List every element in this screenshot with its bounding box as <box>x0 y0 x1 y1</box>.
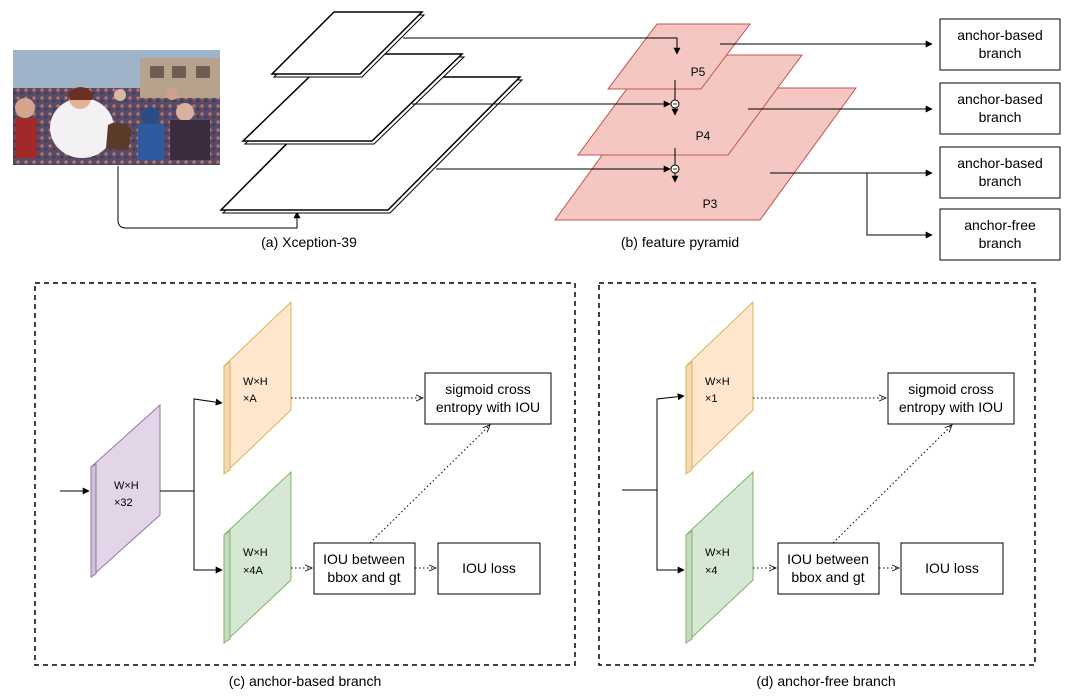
branch-box-3-line2: branch <box>979 173 1022 189</box>
input-image <box>13 50 220 165</box>
panel-d-iou-box: IOU between bbox and gt <box>777 542 880 595</box>
backbone-stage-1 <box>270 11 426 78</box>
panel-d-iou-box-line2: bbox and gt <box>791 569 864 585</box>
panel-c-loss-box: sigmoid cross entropy with IOU <box>424 372 552 425</box>
panel-c-iou-box-line1: IOU between <box>323 551 405 567</box>
branch-box-4: anchor-free branch <box>939 208 1061 261</box>
panel-c-reg-map-line2: ×4A <box>243 565 264 577</box>
panel-c-dotted-flows <box>291 398 490 568</box>
pyramid-p3-label: P3 <box>703 197 718 211</box>
panel-c-input-map-line2: ×32 <box>114 497 133 509</box>
panel-c-iou-loss-box: IOU loss <box>437 542 541 595</box>
caption-a: (a) Xception-39 <box>261 234 357 250</box>
panel-d-cls-map-line2: ×1 <box>705 393 718 405</box>
caption-d: (d) anchor-free branch <box>756 673 895 689</box>
panel-d-iou-loss-box: IOU loss <box>900 542 1004 595</box>
panel-c-iou-loss-text: IOU loss <box>462 560 516 576</box>
pyramid-p5-label: P5 <box>691 65 706 79</box>
panel-c-cls-map-line1: W×H <box>243 376 268 388</box>
branch-box-2: anchor-based branch <box>939 82 1061 135</box>
pyramid-p4-label: P4 <box>696 129 711 143</box>
panel-c-input-map: W×H ×32 <box>90 403 161 579</box>
panel-c-input-map-line1: W×H <box>114 480 139 492</box>
panel-d-loss-box: sigmoid cross entropy with IOU <box>887 372 1015 425</box>
branch-box-1-line2: branch <box>979 45 1022 61</box>
panel-c-cls-map-line2: ×A <box>243 393 257 405</box>
panel-d-cls-map-line1: W×H <box>705 376 730 388</box>
panel-d-dotted-flows <box>753 398 952 568</box>
backbone-stage-2 <box>241 53 466 145</box>
branch-box-4-line1: anchor-free <box>964 217 1036 233</box>
merge-nodes <box>670 99 680 174</box>
panel-d-loss-box-line2: entropy with IOU <box>899 399 1003 415</box>
panel-d-reg-map: W×H ×4 <box>685 470 754 645</box>
panel-d-iou-loss-text: IOU loss <box>925 560 979 576</box>
panel-c-cls-map: W×H ×A <box>223 300 292 476</box>
panel-c-split-arrows <box>160 398 223 574</box>
panel-c-frame <box>34 282 576 666</box>
caption-c: (c) anchor-based branch <box>229 673 382 689</box>
panel-d-loss-box-line1: sigmoid cross <box>908 381 994 397</box>
panel-d-iou-box-line1: IOU between <box>787 551 869 567</box>
image-to-backbone-arrow <box>117 166 301 229</box>
branch-box-2-line1: anchor-based <box>957 91 1043 107</box>
panel-c-iou-box: IOU between bbox and gt <box>313 542 416 595</box>
panel-c-reg-map: W×H ×4A <box>223 470 292 645</box>
panel-c-iou-box-line2: bbox and gt <box>327 569 400 585</box>
panel-d-reg-map-line2: ×4 <box>705 565 718 577</box>
branch-box-4-line2: branch <box>979 235 1022 251</box>
lateral-connections <box>403 37 681 183</box>
pyramid-p5: P5 <box>606 23 752 90</box>
panel-d-frame <box>598 282 1036 666</box>
branch-box-1-line1: anchor-based <box>957 27 1043 43</box>
pyramid-to-branch-arrows <box>720 40 933 239</box>
panel-c-loss-box-line2: entropy with IOU <box>436 399 540 415</box>
panel-c-reg-map-line1: W×H <box>243 547 268 559</box>
panel-d-split-arrows <box>622 393 685 574</box>
caption-b: (b) feature pyramid <box>621 234 739 250</box>
panel-d-reg-map-line1: W×H <box>705 547 730 559</box>
panel-d-cls-map: W×H ×1 <box>685 300 754 476</box>
branch-box-3: anchor-based branch <box>939 146 1061 199</box>
branch-box-1: anchor-based branch <box>939 18 1061 71</box>
branch-box-2-line2: branch <box>979 109 1022 125</box>
panel-c-loss-box-line1: sigmoid cross <box>445 381 531 397</box>
branch-box-3-line1: anchor-based <box>957 155 1043 171</box>
